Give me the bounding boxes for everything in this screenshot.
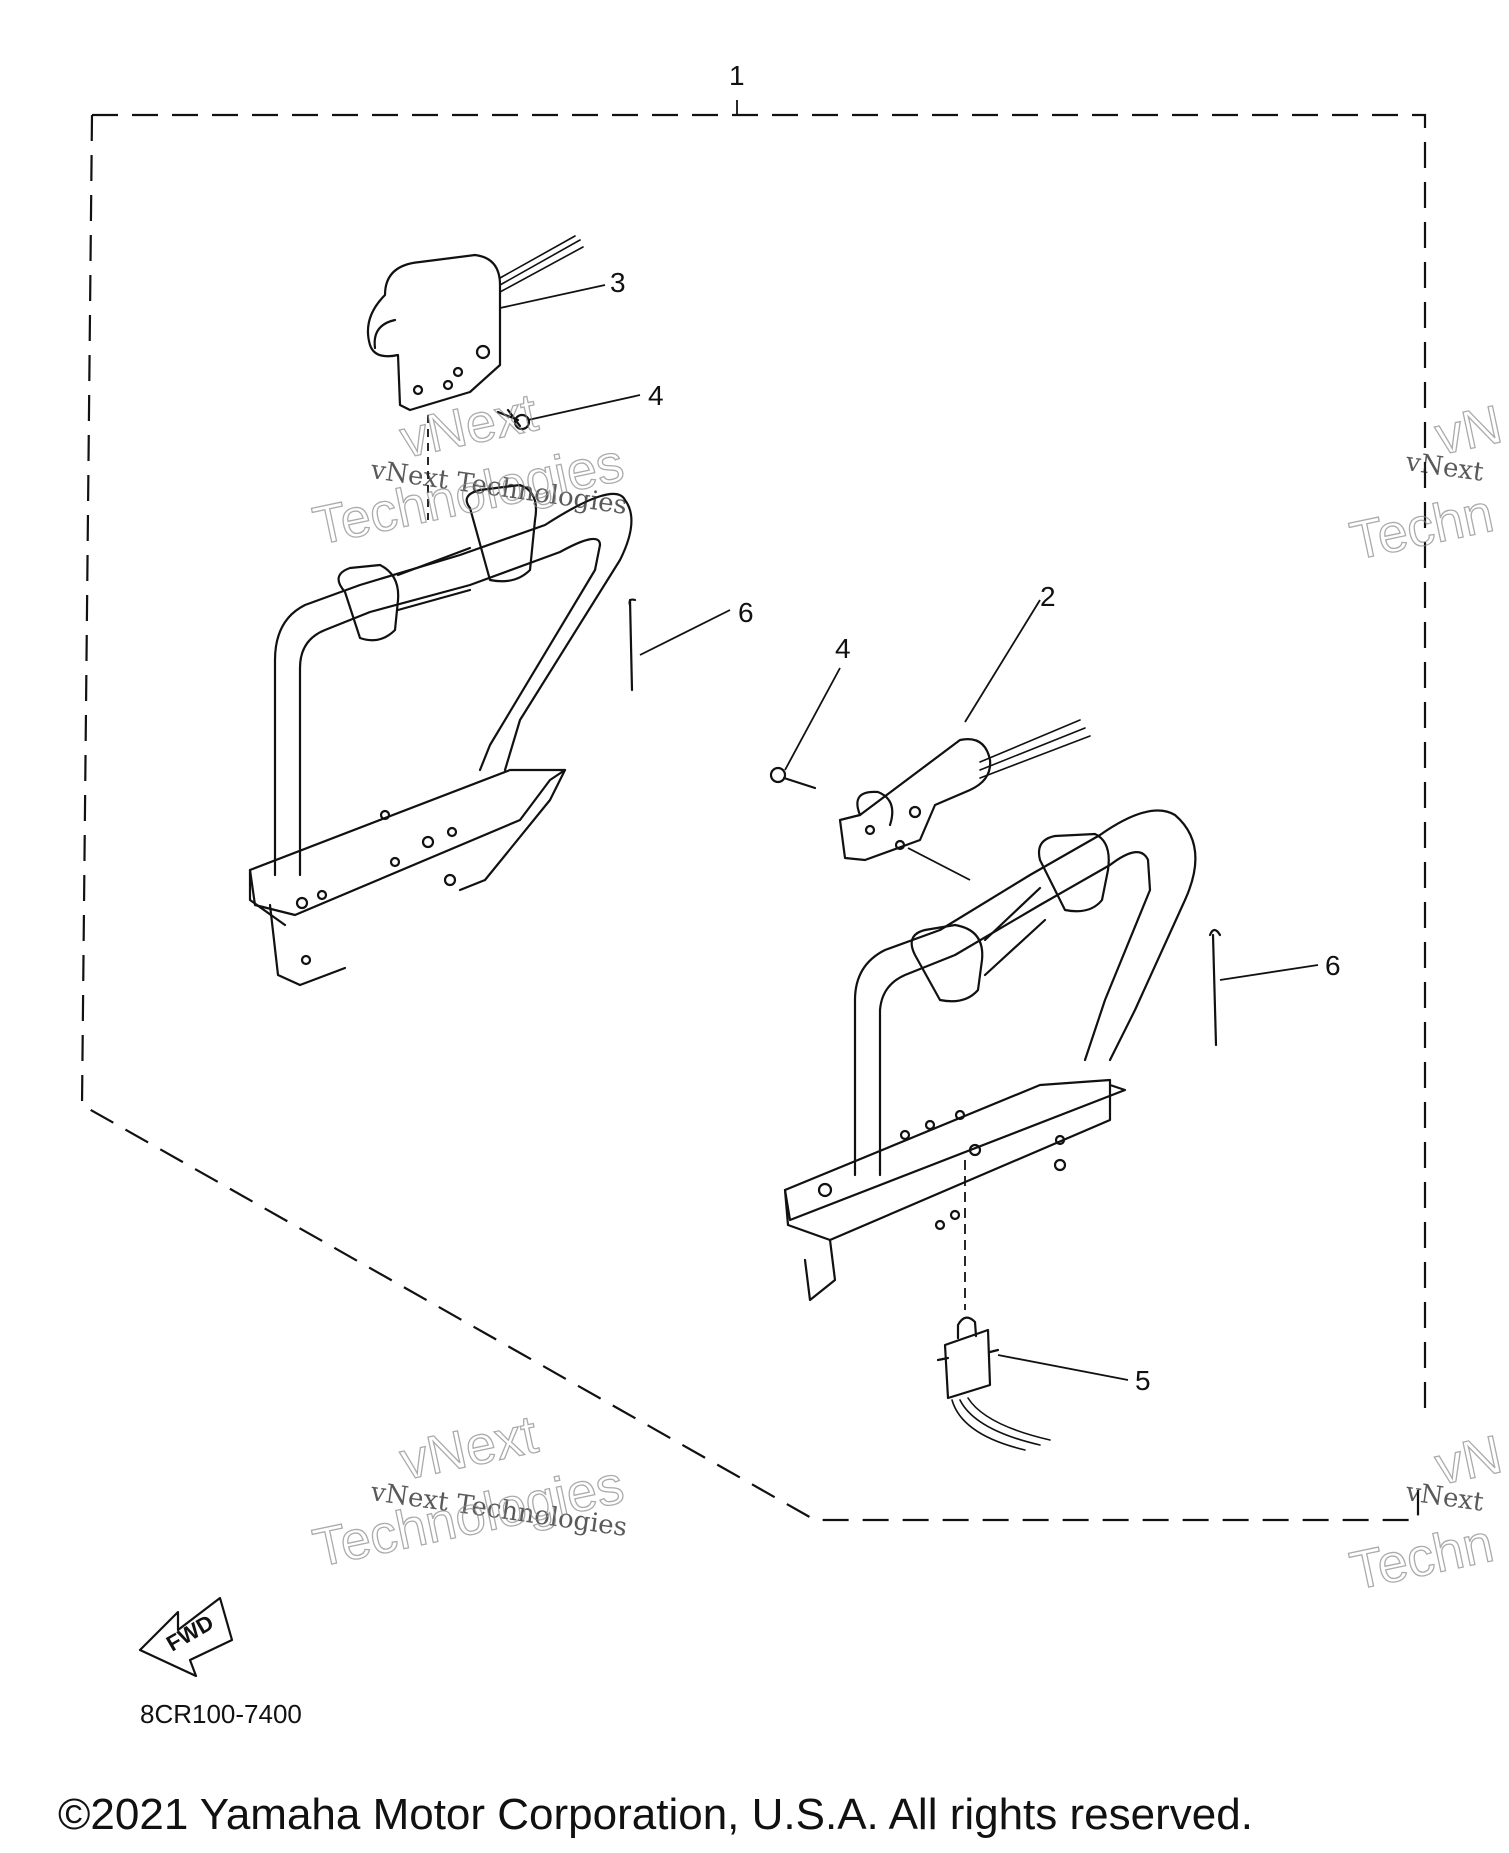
- right-assembly: [769, 719, 1197, 1451]
- diagram-code: 8CR100-7400: [140, 1699, 302, 1729]
- watermarks: vNext Technologies vNext Technologies vN…: [307, 382, 1507, 1603]
- callouts: 1 2 3 4 4 5 6 6: [610, 60, 1341, 1396]
- callout-4-left: 4: [648, 380, 664, 411]
- callout-6-left: 6: [738, 597, 754, 628]
- leader-lines: [499, 100, 1319, 1381]
- callout-1: 1: [729, 60, 745, 91]
- callout-5: 5: [1135, 1365, 1151, 1396]
- fwd-arrow-icon: FWD: [138, 1596, 234, 1678]
- copyright-notice: ©2021 Yamaha Motor Corporation, U.S.A. A…: [58, 1790, 1253, 1839]
- callout-4-right: 4: [835, 633, 851, 664]
- callout-2: 2: [1040, 581, 1056, 612]
- watermark-outline: vN: [1430, 394, 1507, 466]
- watermark-outline: vN: [1430, 1424, 1507, 1496]
- left-assembly: [248, 235, 633, 987]
- right-pin: [1208, 928, 1222, 1047]
- kit-boundary: [80, 113, 1427, 1522]
- fwd-label: FWD: [162, 1610, 218, 1657]
- callout-3: 3: [610, 267, 626, 298]
- watermark-outline: Techn: [1345, 483, 1498, 572]
- callout-6-right: 6: [1325, 950, 1341, 981]
- left-pin: [628, 598, 637, 692]
- watermark-outline: Techn: [1345, 1513, 1498, 1602]
